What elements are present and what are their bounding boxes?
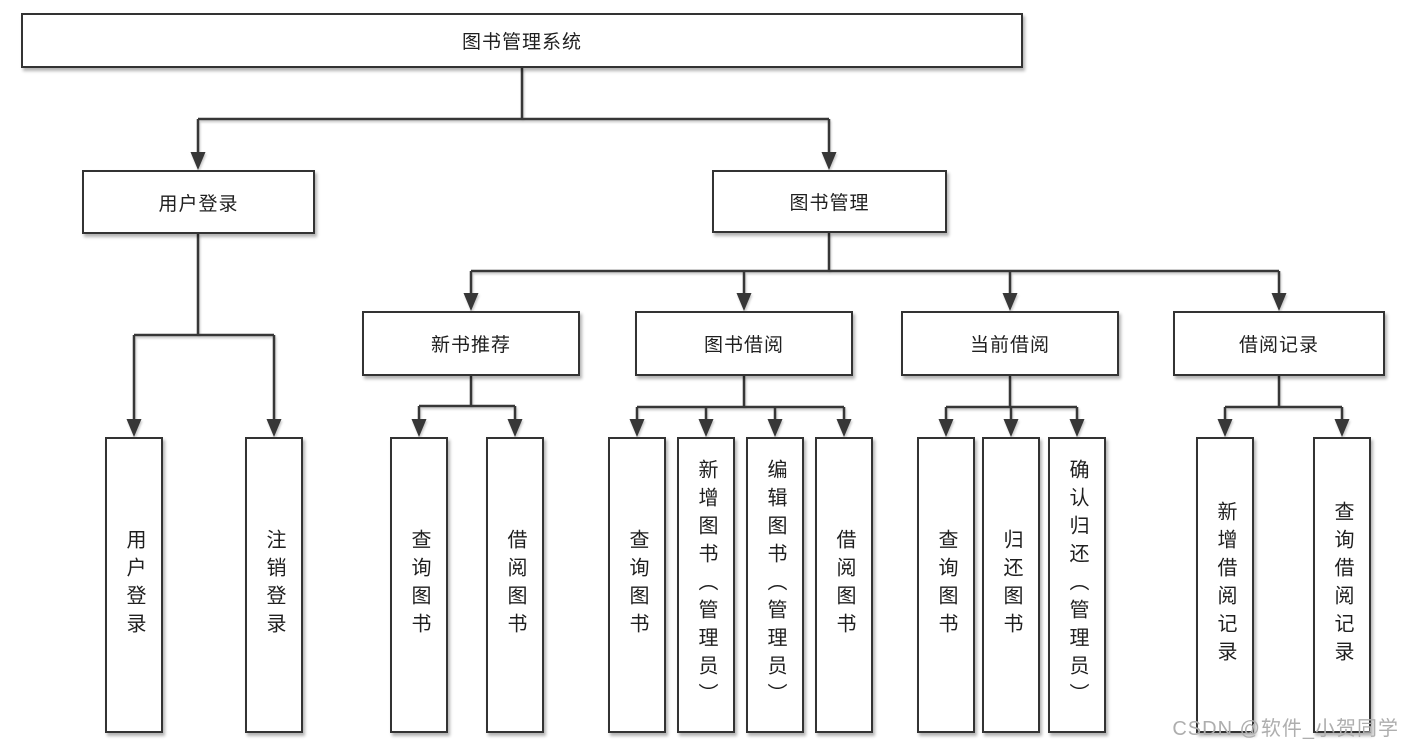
node-borrowing-records: 借阅记录 — [1173, 311, 1385, 376]
leaf-borrow-books: 借阅图书 — [815, 437, 873, 733]
leaf-query-books: 查询图书 — [608, 437, 666, 733]
leaf-return-books: 归还图书 — [982, 437, 1040, 733]
leaf-borrow-books: 借阅图书 — [486, 437, 544, 733]
node-label: 新书推荐 — [430, 335, 511, 356]
leaf-query-borrow-record: 查询借阅记录 — [1313, 437, 1371, 733]
leaf-label: 查询图书 — [935, 529, 957, 641]
leaf-user-login: 用户登录 — [105, 437, 163, 733]
leaf-label: 查询图书 — [626, 529, 648, 641]
leaf-label: 借阅图书 — [504, 529, 526, 641]
leaf-confirm-return-admin: 确认归还（管理员） — [1048, 437, 1106, 733]
node-label: 图书管理 — [789, 193, 870, 214]
leaf-edit-books-admin: 编辑图书（管理员） — [746, 437, 804, 733]
leaf-label: 查询借阅记录 — [1331, 501, 1353, 669]
leaf-query-books: 查询图书 — [390, 437, 448, 733]
leaf-add-borrow-record: 新增借阅记录 — [1196, 437, 1254, 733]
node-label: 图书管理系统 — [461, 32, 582, 53]
leaf-label: 新增图书（管理员） — [695, 459, 717, 711]
node-current-borrowing: 当前借阅 — [901, 311, 1119, 376]
leaf-label: 注销登录 — [263, 529, 285, 641]
leaf-label: 新增借阅记录 — [1214, 501, 1236, 669]
leaf-label: 归还图书 — [1000, 529, 1022, 641]
leaf-add-books-admin: 新增图书（管理员） — [677, 437, 735, 733]
leaf-logout-login: 注销登录 — [245, 437, 303, 733]
leaf-label: 用户登录 — [123, 529, 145, 641]
leaf-query-books: 查询图书 — [917, 437, 975, 733]
leaf-label: 查询图书 — [408, 529, 430, 641]
node-book-borrowing: 图书借阅 — [635, 311, 853, 376]
node-library-management-system: 图书管理系统 — [21, 13, 1023, 68]
node-label: 图书借阅 — [703, 335, 784, 356]
leaf-label: 确认归还（管理员） — [1066, 459, 1088, 711]
node-label: 借阅记录 — [1238, 335, 1319, 356]
leaf-label: 借阅图书 — [833, 529, 855, 641]
leaf-label: 编辑图书（管理员） — [764, 459, 786, 711]
node-label: 用户登录 — [158, 193, 239, 215]
node-new-book-recommendation: 新书推荐 — [362, 311, 580, 376]
node-book-management: 图书管理 — [712, 170, 947, 233]
node-user-login: 用户登录 — [82, 170, 315, 234]
csdn-watermark: CSDN @软件_小贺同学 — [1172, 718, 1399, 740]
node-label: 当前借阅 — [969, 335, 1050, 356]
